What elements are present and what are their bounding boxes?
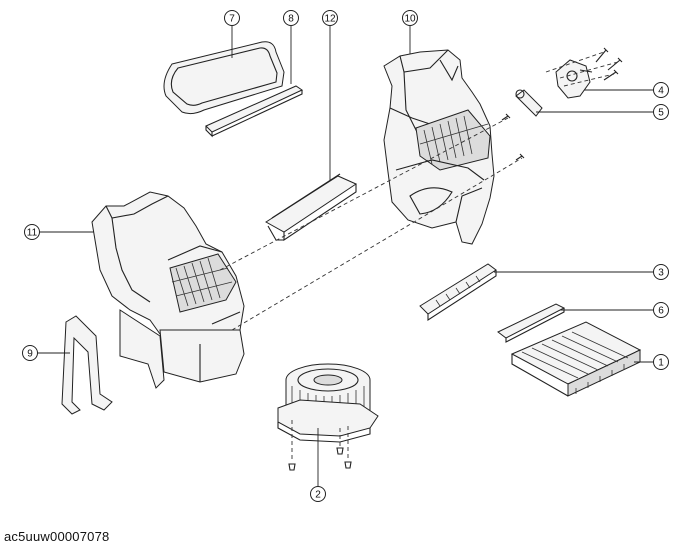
part-louver-panel	[419, 263, 497, 322]
svg-text:2: 2	[315, 490, 321, 501]
part-blower-housing-grille	[171, 257, 233, 307]
svg-text:1: 1	[658, 358, 664, 369]
part-cabin-filter	[510, 321, 642, 397]
callout-9: 9	[22, 345, 38, 361]
svg-text:4: 4	[658, 86, 664, 97]
svg-text:8: 8	[288, 14, 294, 25]
callout-12: 12	[322, 10, 338, 26]
callout-11: 11	[24, 224, 40, 240]
part-heater-case	[383, 49, 495, 245]
assembly-lines	[219, 51, 619, 331]
callout-7: 7	[224, 10, 240, 26]
svg-text:3: 3	[658, 268, 664, 279]
part-actuator	[515, 89, 543, 117]
part-seal-ring	[163, 41, 285, 115]
svg-text:5: 5	[658, 108, 664, 119]
part-filter-cover	[265, 173, 358, 242]
callout-3: 3	[653, 264, 669, 280]
part-foam-strip	[205, 85, 304, 138]
svg-text:6: 6	[658, 306, 664, 317]
part-blower-motor	[277, 363, 379, 443]
blower-screws	[288, 420, 352, 471]
leader-lines	[38, 26, 653, 486]
part-heater-case-grille	[419, 115, 489, 165]
part-duct-bracket	[61, 315, 113, 415]
callout-1: 1	[653, 354, 669, 370]
callout-5: 5	[653, 104, 669, 120]
svg-text:11: 11	[27, 228, 38, 239]
svg-text:10: 10	[404, 14, 416, 25]
part-blower-housing	[91, 191, 245, 389]
svg-text:12: 12	[324, 14, 336, 25]
document-id-label: ac5uuw00007078	[4, 529, 110, 544]
callout-8: 8	[283, 10, 299, 26]
callout-2: 2	[310, 486, 326, 502]
svg-text:7: 7	[229, 14, 235, 25]
callout-6: 6	[653, 302, 669, 318]
svg-text:9: 9	[27, 349, 33, 360]
part-bracket	[555, 59, 593, 99]
callout-10: 10	[402, 10, 418, 26]
bracket-screws	[595, 47, 623, 81]
callout-4: 4	[653, 82, 669, 98]
